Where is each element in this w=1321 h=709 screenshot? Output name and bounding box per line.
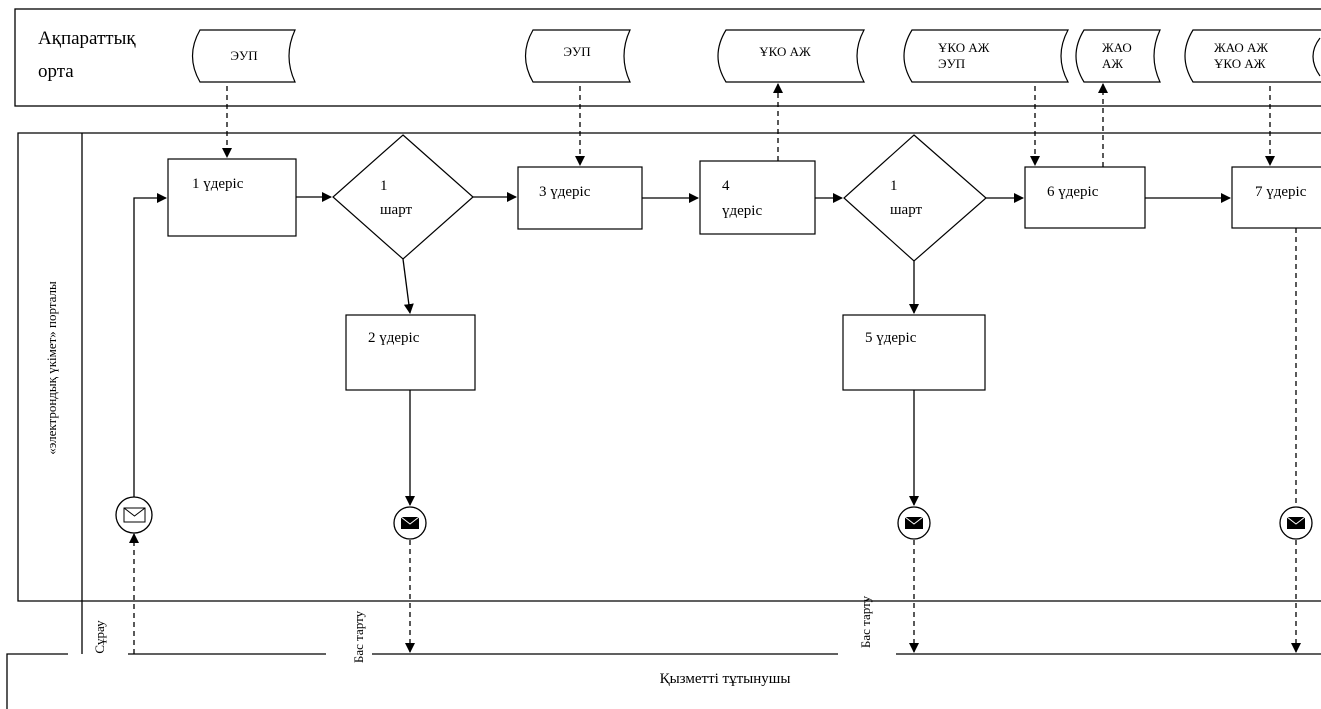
data-store-label-1: ҰКО АЖ <box>938 40 990 55</box>
flow-arrows <box>133 192 1231 506</box>
process-6: 6 үдеріс <box>1024 166 1146 229</box>
lane-portal: «электрондық үкімет» порталы <box>17 132 1321 602</box>
process-1: 1 үдеріс <box>167 158 297 237</box>
data-store-6: ЖАО АЖ ҰКО АЖ <box>1184 29 1321 83</box>
process-label: 1 үдеріс <box>192 176 244 192</box>
process-3: 3 үдеріс <box>517 166 643 230</box>
data-store-label: ЭУП <box>230 48 257 63</box>
process-4: 4 үдеріс <box>699 160 816 235</box>
data-store-2: ЭУП <box>524 29 631 83</box>
message-start-event <box>115 496 153 534</box>
data-store-label: ЭУП <box>563 44 590 59</box>
lane-consumer: Қызметті тұтынушы <box>6 601 1321 709</box>
data-store-label: ҰКО АЖ <box>759 44 811 59</box>
message-end-event-2 <box>897 506 931 540</box>
envelope-icon <box>904 516 924 529</box>
data-store-label-1: ЖАО <box>1102 40 1132 55</box>
data-store-label-2: ЭУП <box>938 56 965 71</box>
process-label: 6 үдеріс <box>1047 184 1099 200</box>
data-store-1: ЭУП <box>191 29 296 83</box>
data-store-5: ЖАО АЖ <box>1075 29 1161 83</box>
data-store-label-1: ЖАО АЖ <box>1214 40 1268 55</box>
condition-label-2: шарт <box>890 202 923 218</box>
data-store-3: ҰКО АЖ <box>717 29 866 83</box>
lane-portal-label: «электрондық үкімет» порталы <box>44 281 59 455</box>
message-end-event-1 <box>393 506 427 540</box>
condition-label-1: 1 <box>380 178 388 194</box>
message-label-refusal-1: Бас тарту <box>351 610 366 663</box>
data-store-label-2: АЖ <box>1102 56 1123 71</box>
process-label: 3 үдеріс <box>539 184 591 200</box>
condition-label-2: шарт <box>380 202 413 218</box>
process-label: 7 үдеріс <box>1255 184 1307 200</box>
envelope-icon <box>400 516 420 529</box>
process-label: 2 үдеріс <box>368 330 420 346</box>
lane-consumer-label: Қызметті тұтынушы <box>660 671 791 687</box>
process-7: 7 үдеріс <box>1231 166 1321 229</box>
condition-1: 1 шарт <box>332 134 474 260</box>
process-label-2: үдеріс <box>722 203 762 219</box>
message-end-event-3 <box>1279 506 1313 540</box>
condition-label-1: 1 <box>890 178 898 194</box>
condition-2: 1 шарт <box>843 134 987 262</box>
message-label-request: Сұрау <box>92 620 107 654</box>
lane-info-env: Ақпараттық орта <box>14 8 1321 107</box>
process-label-1: 4 <box>722 178 730 194</box>
lane-info-env-label-2: орта <box>38 61 74 82</box>
data-store-4: ҰКО АЖ ЭУП <box>903 29 1070 83</box>
envelope-icon <box>1286 516 1306 529</box>
data-arrows <box>129 83 1301 654</box>
lane-info-env-label-1: Ақпараттық <box>38 28 136 49</box>
process-5: 5 үдеріс <box>842 314 986 391</box>
data-store-label-2: ҰКО АЖ <box>1214 56 1266 71</box>
process-2: 2 үдеріс <box>345 314 476 391</box>
process-label: 5 үдеріс <box>865 330 917 346</box>
message-label-refusal-2: Бас тарту <box>858 595 873 648</box>
envelope-icon <box>123 507 146 523</box>
